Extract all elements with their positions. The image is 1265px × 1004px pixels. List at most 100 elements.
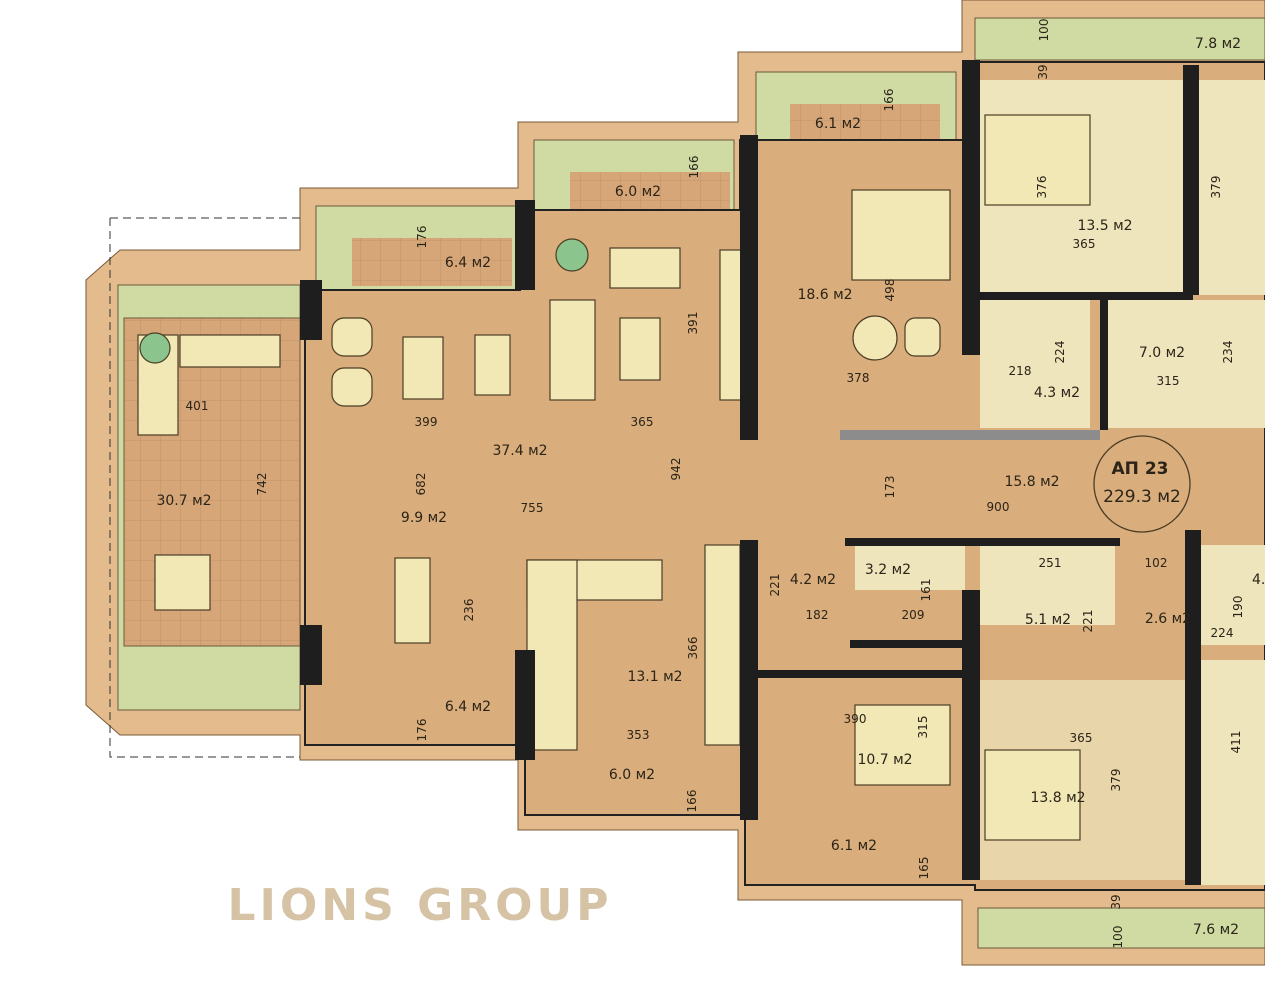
area-entry: 2.6 м2 [1145,611,1191,627]
dimension: 190 [1231,596,1245,619]
apartment-badge: АП 23 229.3 м2 [1093,435,1191,533]
bath-top [980,300,1090,428]
dimension: 365 [1070,731,1093,745]
bath-right [1200,545,1265,645]
plant-icon [555,238,589,272]
dimension: 755 [521,501,544,515]
dimension: 315 [916,716,930,739]
armchair-icon [331,367,373,407]
dimension: 365 [631,415,654,429]
dimension: 900 [987,500,1010,514]
dimension: 39 [1109,894,1123,909]
dimension: 376 [1035,176,1049,199]
furniture [137,114,1091,841]
area-laundry: 3.2 м2 [865,562,911,578]
room-labels: 37.4 м2 9.9 м2 30.7 м2 13.1 м2 18.6 м2 1… [156,218,1265,806]
area-kitchenette-right: 7.0 м2 [1139,345,1185,361]
kitchenette-right [1105,300,1265,428]
dimension: 224 [1053,341,1067,364]
balcony-area: 6.4 м2 [445,255,491,271]
kitchen-units-icon [704,544,741,746]
dimension: 221 [768,574,782,597]
sofa-icon [609,247,681,289]
balcony-area: 7.8 м2 [1195,36,1241,52]
dimension: 221 [1081,610,1095,633]
dimension: 161 [919,579,933,602]
table-icon [619,317,661,381]
dimension: 165 [917,857,931,880]
balcony-labels: 6.4 м2 6.0 м2 6.1 м2 7.8 м2 6.4 м2 6.0 м… [445,36,1241,938]
bed-icon [984,749,1081,841]
laundry [855,545,965,590]
dimension: 682 [414,473,428,496]
area-bedroom-bottom-right: 13.8 м2 [1030,790,1085,806]
terrace-outline [109,217,300,758]
dimension: 234 [1221,341,1235,364]
dimension: 401 [186,399,209,413]
dimension-labels-horizontal: 399 365 755 378 218 315 900 365 102 251 … [186,237,1234,745]
apartment-area: 229.3 м2 [1103,487,1181,507]
dimension: 166 [687,156,701,179]
table-icon [852,315,898,361]
dimension: 173 [883,476,897,499]
dimension: 182 [806,608,829,622]
balcony-top-far-green [974,17,1265,61]
dimension: 391 [686,312,700,335]
dimension: 365 [1073,237,1096,251]
dimension: 166 [685,790,699,813]
dimension: 942 [669,458,683,481]
area-kitchen: 13.1 м2 [627,669,682,685]
area-terrace: 30.7 м2 [156,493,211,509]
dimension: 742 [255,473,269,496]
dimension: 166 [882,89,896,112]
dimension: 176 [415,226,429,249]
dimension: 353 [627,728,650,742]
bed-icon [854,704,951,786]
dimension: 379 [1109,769,1123,792]
bed-icon [851,189,951,281]
area-hall: 15.8 м2 [1004,474,1059,490]
area-living: 37.4 м2 [492,443,547,459]
dimension: 498 [883,279,897,302]
balcony-area: 6.1 м2 [815,116,861,132]
balcony-area: 6.1 м2 [831,838,877,854]
dimension: 224 [1211,626,1234,640]
area-bedroom-top: 18.6 м2 [797,287,852,303]
dimension: 366 [686,637,700,660]
bed-icon [984,114,1091,206]
dimension: 102 [1145,556,1168,570]
balcony-tiles [790,104,940,144]
bath-bottom [980,545,1115,625]
balcony-area: 6.0 м2 [609,767,655,783]
balcony-area: 6.0 м2 [615,184,661,200]
table-icon [402,336,444,400]
dimension: 209 [902,608,925,622]
dimension: 100 [1111,926,1125,949]
armchair-icon [474,334,511,396]
area-dining: 9.9 м2 [401,510,447,526]
dimension: 399 [415,415,438,429]
dimension: 411 [1229,731,1243,754]
dimension: 176 [415,719,429,742]
balcony-area: 6.4 м2 [445,699,491,715]
area-corridor-small: 4.2 м2 [790,572,836,588]
watermark-logo: LIONS GROUP [227,880,612,931]
area-bath-top: 4.3 м2 [1034,385,1080,401]
dimension: 390 [844,712,867,726]
area-bedroom-bottom: 10.7 м2 [857,752,912,768]
apartment-number: АП 23 [1112,459,1169,479]
dimension: 236 [462,599,476,622]
dimension: 379 [1209,176,1223,199]
dining-table-icon [394,557,431,644]
sofa-icon [549,299,596,401]
dimension-labels-vertical: 176 166 166 100 39 376 379 391 498 224 2… [255,19,1245,949]
sofa-icon [179,334,281,368]
dimension: 378 [847,371,870,385]
armchair-icon [331,317,373,357]
dimension: 315 [1157,374,1180,388]
balcony-tiles [352,238,512,286]
area-bedroom-top-right: 13.5 м2 [1077,218,1132,234]
balcony-area: 7.6 м2 [1193,922,1239,938]
walls [300,60,1201,885]
